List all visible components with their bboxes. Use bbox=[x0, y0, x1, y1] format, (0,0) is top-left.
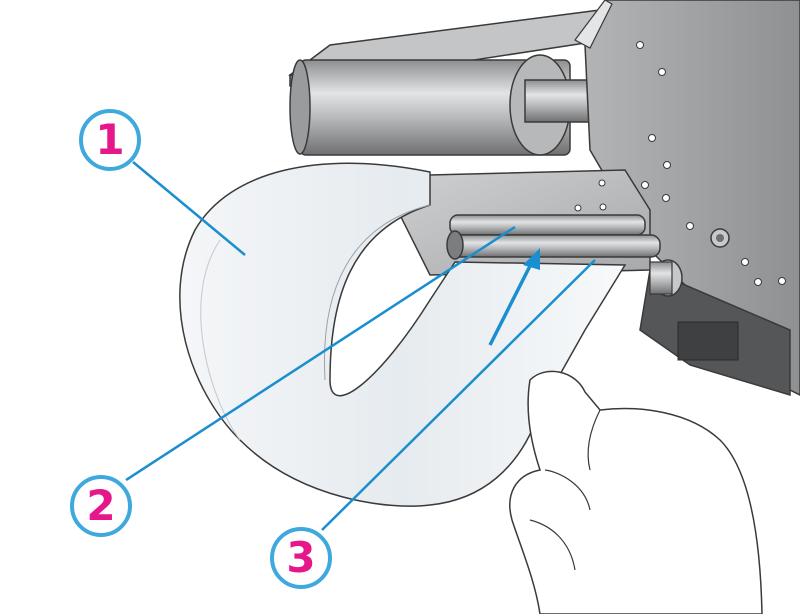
callout-3: 3 bbox=[270, 527, 332, 589]
leader-line-2 bbox=[125, 225, 516, 482]
leader-lines bbox=[125, 161, 596, 531]
feed-direction-arrow-icon bbox=[488, 248, 540, 346]
operator-hand bbox=[509, 370, 763, 614]
callout-3-number: 3 bbox=[286, 533, 316, 582]
callout-2-number: 2 bbox=[86, 481, 116, 530]
callout-1-number: 1 bbox=[95, 115, 125, 164]
leader-line-3 bbox=[321, 259, 596, 531]
nip-rollers bbox=[446, 214, 683, 297]
callout-1: 1 bbox=[79, 109, 141, 171]
callout-2: 2 bbox=[70, 475, 132, 537]
leader-line-1 bbox=[132, 161, 246, 256]
film-web bbox=[179, 162, 627, 507]
supply-roll bbox=[289, 54, 611, 156]
